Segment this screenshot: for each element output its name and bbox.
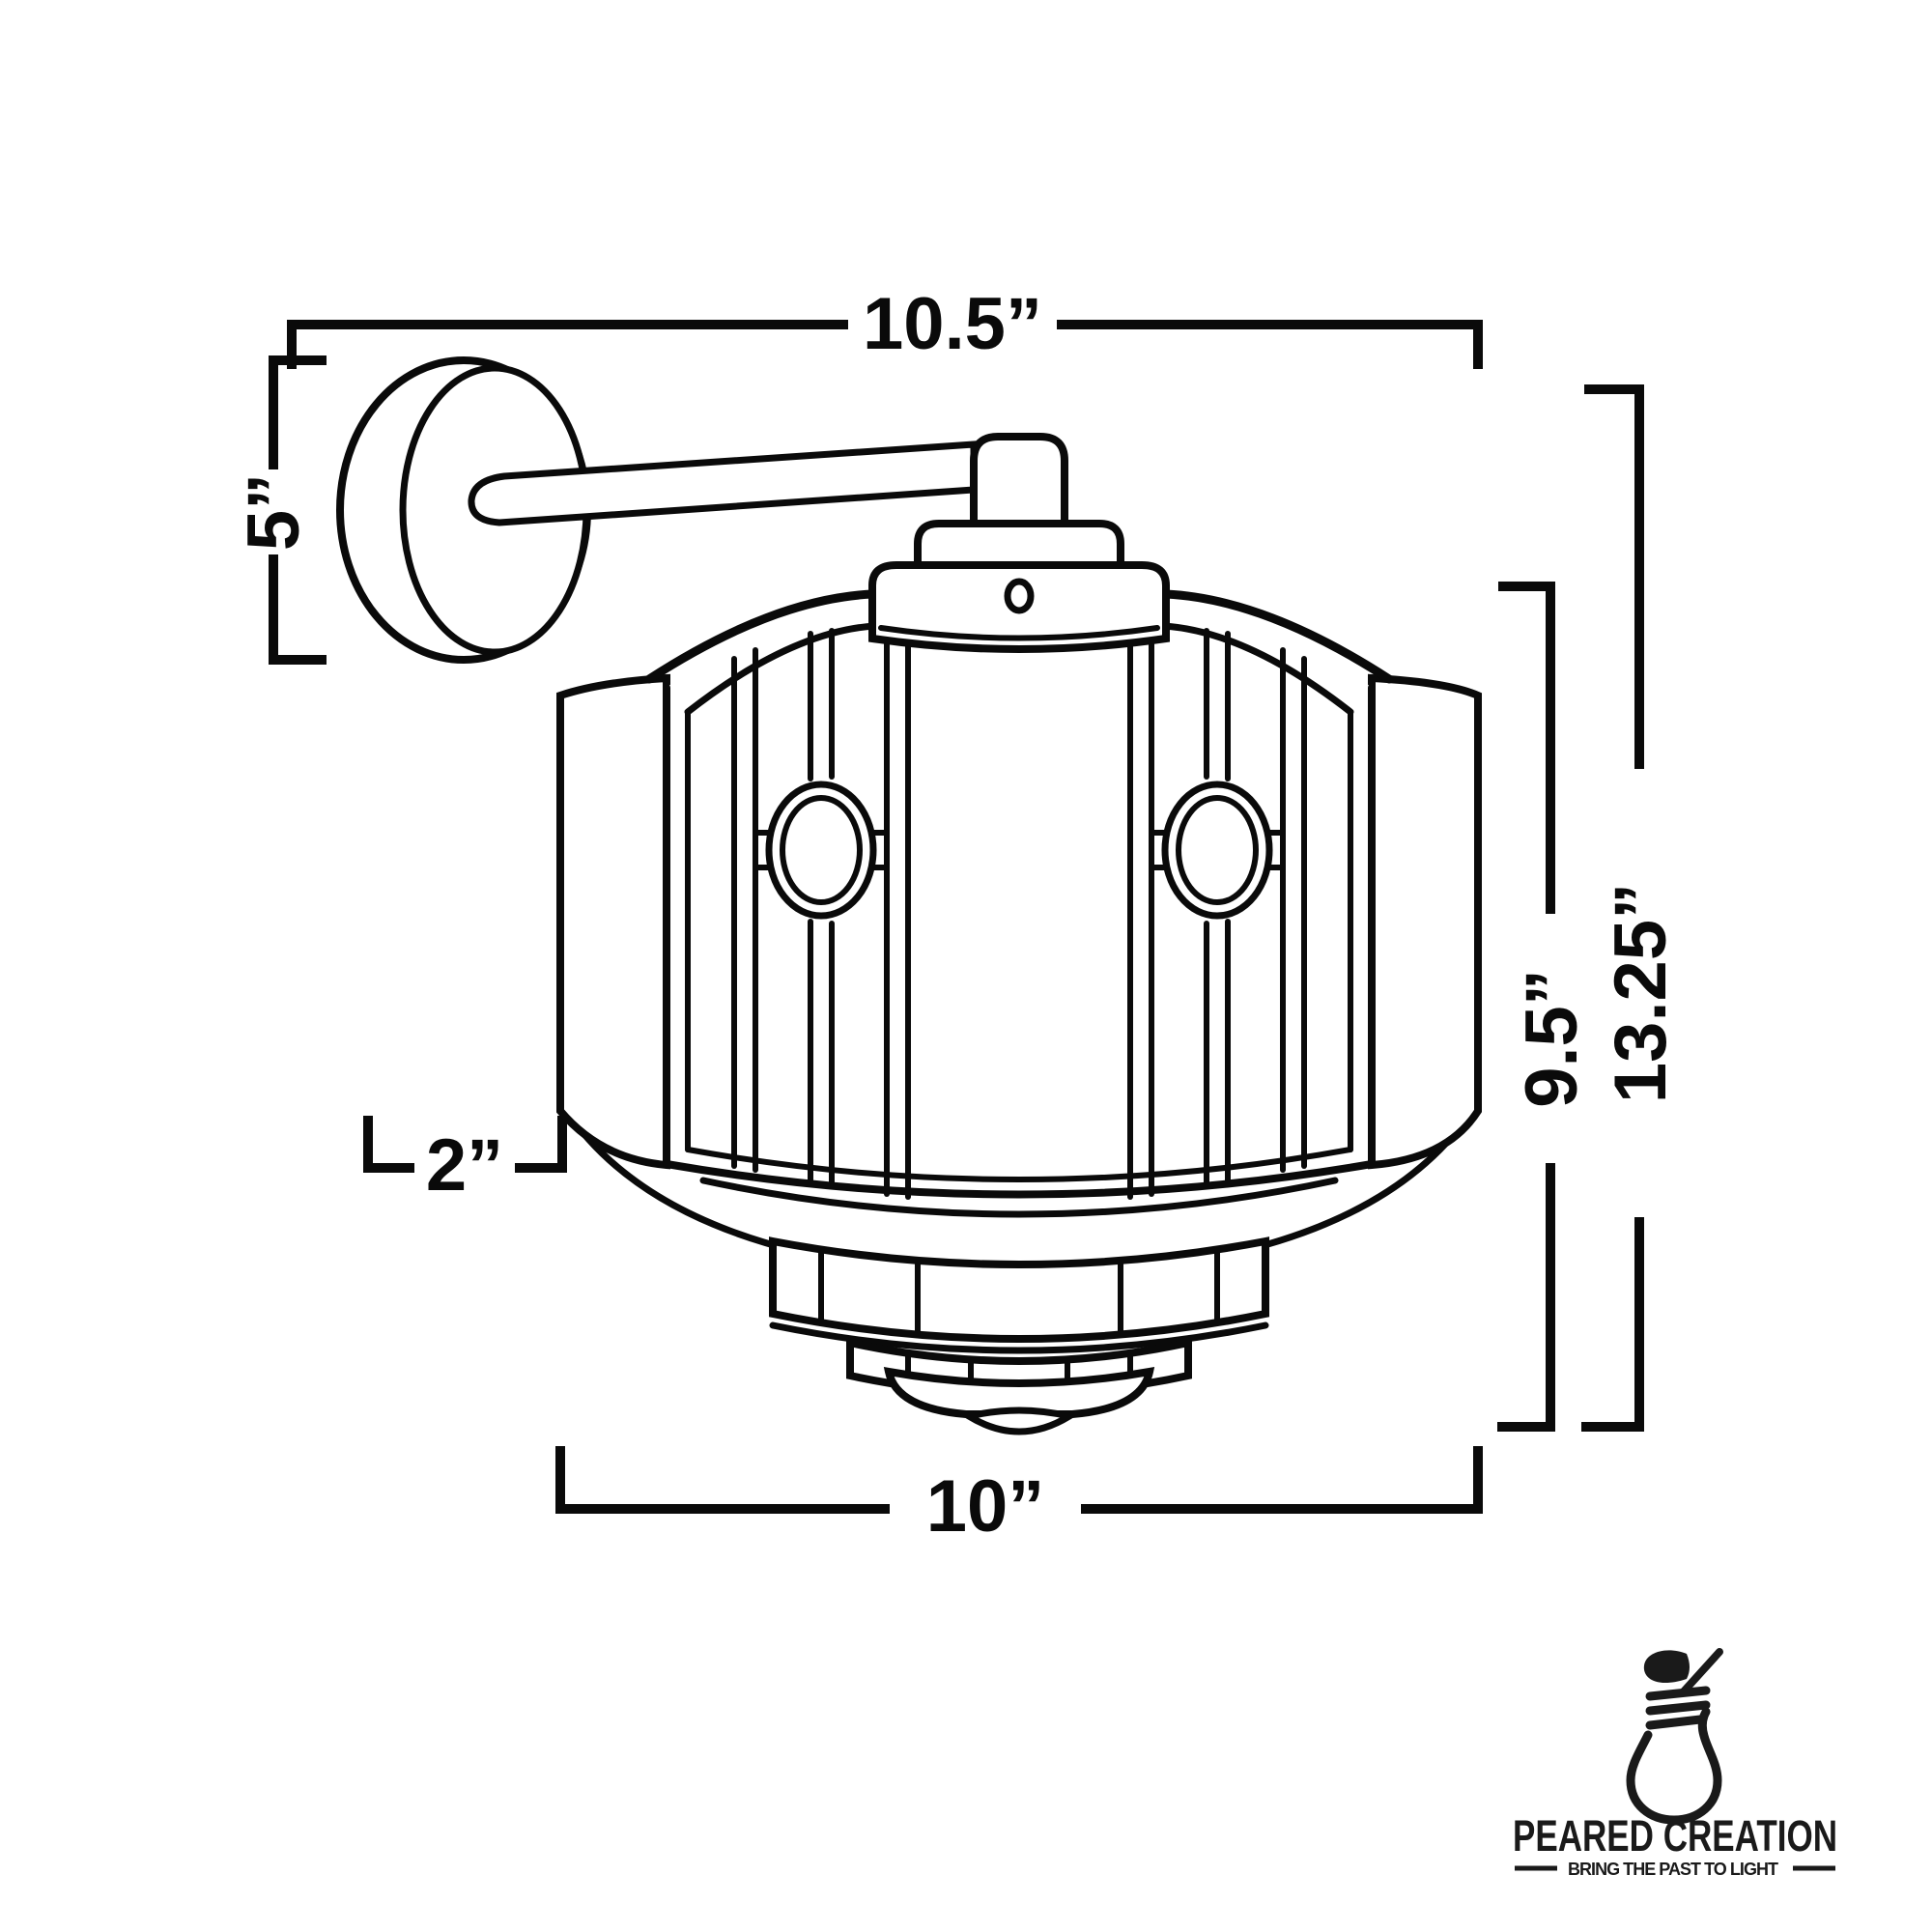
dimension-backplate-height <box>269 355 327 665</box>
shade-wing-right <box>1368 673 1482 1170</box>
dimension-label-top-width: 10.5” <box>863 283 1042 365</box>
cap-screw <box>1004 578 1035 614</box>
cap-tier-lower-inner-line <box>878 625 1160 641</box>
shade-wing-left <box>556 673 670 1170</box>
pear-lightbulb-icon <box>1626 1648 1723 1825</box>
shade-bottom-rim-band <box>699 1177 1339 1218</box>
bulb-stem-line <box>1679 1648 1723 1696</box>
medallion-right <box>1161 781 1273 920</box>
mounting-arm <box>468 440 978 526</box>
dimension-label-bottom-width: 10” <box>926 1465 1045 1548</box>
bracket-shade-height <box>1497 582 1555 1432</box>
brand-tagline: BRING THE PAST TO LIGHT <box>1568 1860 1782 1879</box>
bulb-thread-3 <box>1645 1715 1705 1730</box>
bulb-leaf <box>1643 1650 1690 1684</box>
shade-front-fill <box>667 593 1372 1195</box>
dimension-shade-height <box>1497 582 1555 1432</box>
bulb-thread-1 <box>1645 1686 1711 1701</box>
bulb-thread-2 <box>1645 1700 1711 1716</box>
medallion-stub-mullions <box>808 628 1231 1188</box>
dimension-bottom-width <box>555 1446 1483 1514</box>
bulb-pear-outline <box>1626 1707 1722 1825</box>
bracket-side-shade-depth <box>363 1116 567 1173</box>
shade-front-bottom-arc <box>663 1160 1376 1199</box>
dimension-label-overall-height: 13.25” <box>1600 883 1682 1103</box>
brand-logo: PEARED CREATION BRING THE PAST TO LIGHT <box>1513 1648 1837 1879</box>
sconce-drawing <box>336 356 1482 1435</box>
dimension-label-shade-height: 9.5” <box>1511 969 1593 1108</box>
bracket-overall-height <box>1581 384 1644 1432</box>
bracket-top-width <box>287 320 1483 369</box>
bracket-bottom-width <box>555 1446 1483 1514</box>
shade-front-inner-bottom-arc <box>685 1147 1353 1182</box>
finial-dome <box>883 1367 1155 1418</box>
shade-roof <box>644 589 1394 716</box>
bottom-tier-large <box>769 1236 1269 1354</box>
wall-backplate <box>336 356 591 664</box>
top-stem <box>970 433 1068 531</box>
bracket-backplate-height <box>269 355 327 665</box>
dimension-overall-height <box>1581 384 1644 1432</box>
dimension-label-side-shade-depth: 2” <box>426 1124 503 1207</box>
dimension-top-width <box>287 320 1483 369</box>
dimension-side-shade-depth <box>363 1116 567 1173</box>
medallion-left <box>765 781 877 920</box>
dimension-label-backplate-height: 5” <box>233 473 315 551</box>
brand-name: PEARED CREATION <box>1513 1811 1837 1861</box>
finial-tip <box>959 1406 1079 1435</box>
front-mullions <box>731 620 1307 1200</box>
